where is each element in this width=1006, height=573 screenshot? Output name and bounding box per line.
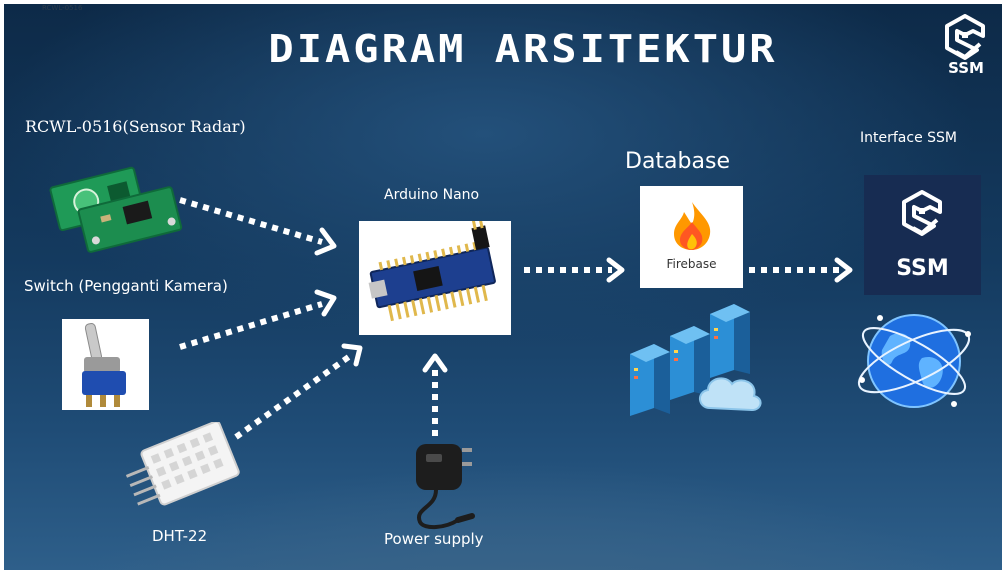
globe-network-icon bbox=[857, 314, 971, 408]
arrows-layer bbox=[179, 197, 853, 440]
power-supply-label: Power supply bbox=[384, 530, 484, 548]
radar-sensor-label: RCWL-0516(Sensor Radar) bbox=[25, 117, 246, 136]
switch-photo bbox=[62, 319, 149, 410]
arrowhead-power bbox=[422, 353, 448, 373]
arduino-photo bbox=[359, 221, 511, 335]
interface-ssm-label: Interface SSM bbox=[860, 130, 957, 146]
radar-board-icon bbox=[49, 166, 183, 253]
arrowhead-radar bbox=[314, 227, 337, 256]
arrow-radar-to-arduino bbox=[179, 197, 323, 245]
corner-caption: RCWL-0516 bbox=[42, 4, 83, 12]
arrowhead-dht bbox=[341, 343, 363, 367]
ssm-logo-text: SSM bbox=[948, 59, 984, 77]
ssm-tile-text: SSM bbox=[896, 256, 949, 281]
firebase-text: Firebase bbox=[666, 257, 717, 271]
firebase-card bbox=[640, 186, 743, 288]
arrowhead-firebase bbox=[606, 257, 625, 283]
diagram-title: DIAGRAM ARSITEKTUR bbox=[268, 25, 778, 72]
switch-label: Switch (Pengganti Kamera) bbox=[24, 277, 228, 295]
firebase-flame-icon bbox=[674, 202, 711, 250]
dht22-label: DHT-22 bbox=[152, 527, 208, 545]
arrowhead-switch bbox=[314, 289, 337, 317]
toggle-switch-icon bbox=[82, 322, 126, 407]
arrowhead-ssm bbox=[834, 257, 853, 283]
dht22-sensor-icon bbox=[125, 422, 240, 506]
arrow-switch-to-arduino bbox=[179, 301, 323, 350]
arrow-dht-to-arduino bbox=[234, 353, 352, 440]
architecture-slide: RCWL-0516 DIAGRAM ARSITEKTUR SSM RCWL-05… bbox=[4, 4, 1002, 570]
arduino-nano-label: Arduino Nano bbox=[384, 187, 480, 203]
server-rack-icon bbox=[630, 304, 762, 416]
ssm-tile-shield-icon bbox=[902, 190, 942, 236]
database-label: Database bbox=[625, 149, 730, 174]
ssm-shield-icon bbox=[945, 14, 985, 60]
power-adapter-icon bbox=[416, 444, 475, 529]
arduino-board-icon bbox=[368, 221, 496, 322]
